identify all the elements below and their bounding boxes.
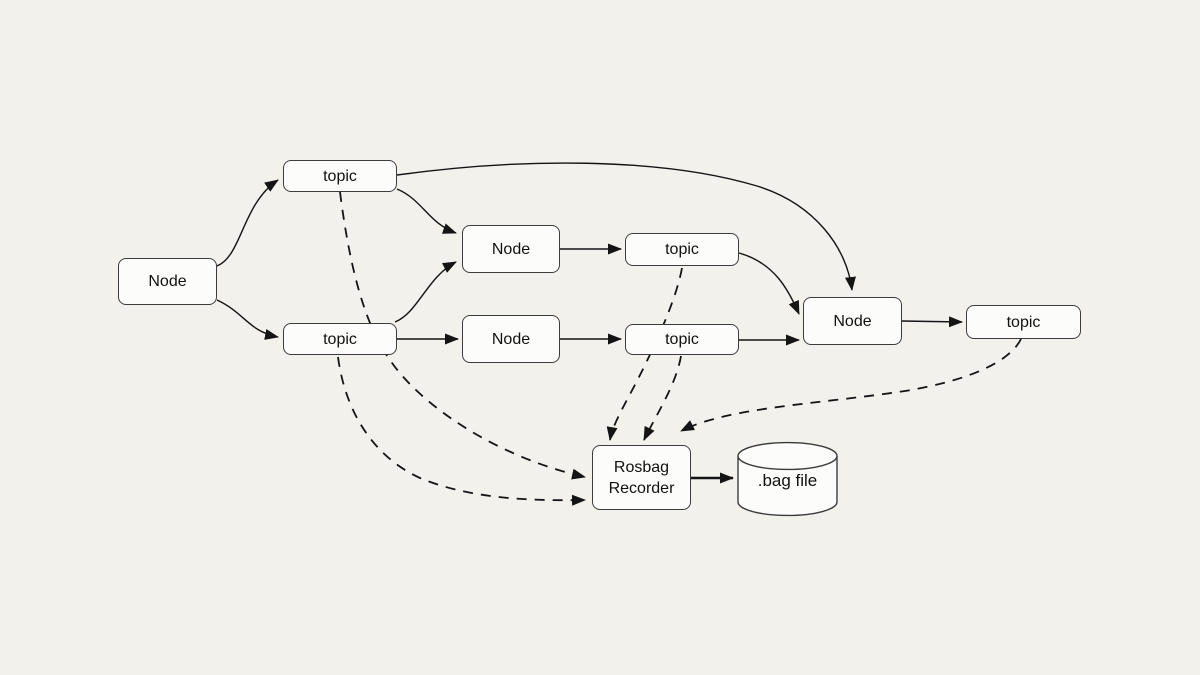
topic-box-top-left: topic	[283, 160, 397, 192]
edge-topictopleft-rosbag	[339, 191, 586, 480]
node-box-right: Node	[803, 297, 902, 345]
edge-topictopleft-noderight-top	[396, 162, 856, 291]
edge-topictopmiddle-rosbag	[606, 267, 683, 441]
edge-noderight-topicright	[901, 316, 963, 328]
bag-file-label: .bag file	[757, 471, 818, 490]
topic-box-bottom-left: topic	[283, 323, 397, 355]
node-box-top-middle: Node	[462, 225, 560, 273]
topic-box-top-middle: topic	[625, 233, 739, 266]
edge-topictopleft-nodetopmiddle	[396, 188, 457, 234]
edge-topicright-rosbag	[680, 338, 1022, 432]
topic-box-bottom-middle: topic	[625, 324, 739, 355]
edge-topicbottomleft-rosbag	[337, 356, 586, 506]
edge-nodeleft-topicbottomleft	[216, 299, 279, 340]
edge-topicbottomleft-nodetopmiddle	[394, 261, 457, 323]
edge-topictopmiddle-noderight	[738, 252, 800, 315]
edge-topicbottommiddle-rosbag	[643, 355, 682, 441]
edge-nodeleft-topictopleft	[216, 179, 279, 267]
node-box-bottom-middle: Node	[462, 315, 560, 363]
bag-file-cylinder-rim	[737, 455, 838, 471]
topic-box-right: topic	[966, 305, 1081, 339]
node-box-left: Node	[118, 258, 217, 305]
rosbag-recorder-box: Rosbag Recorder	[592, 445, 691, 510]
